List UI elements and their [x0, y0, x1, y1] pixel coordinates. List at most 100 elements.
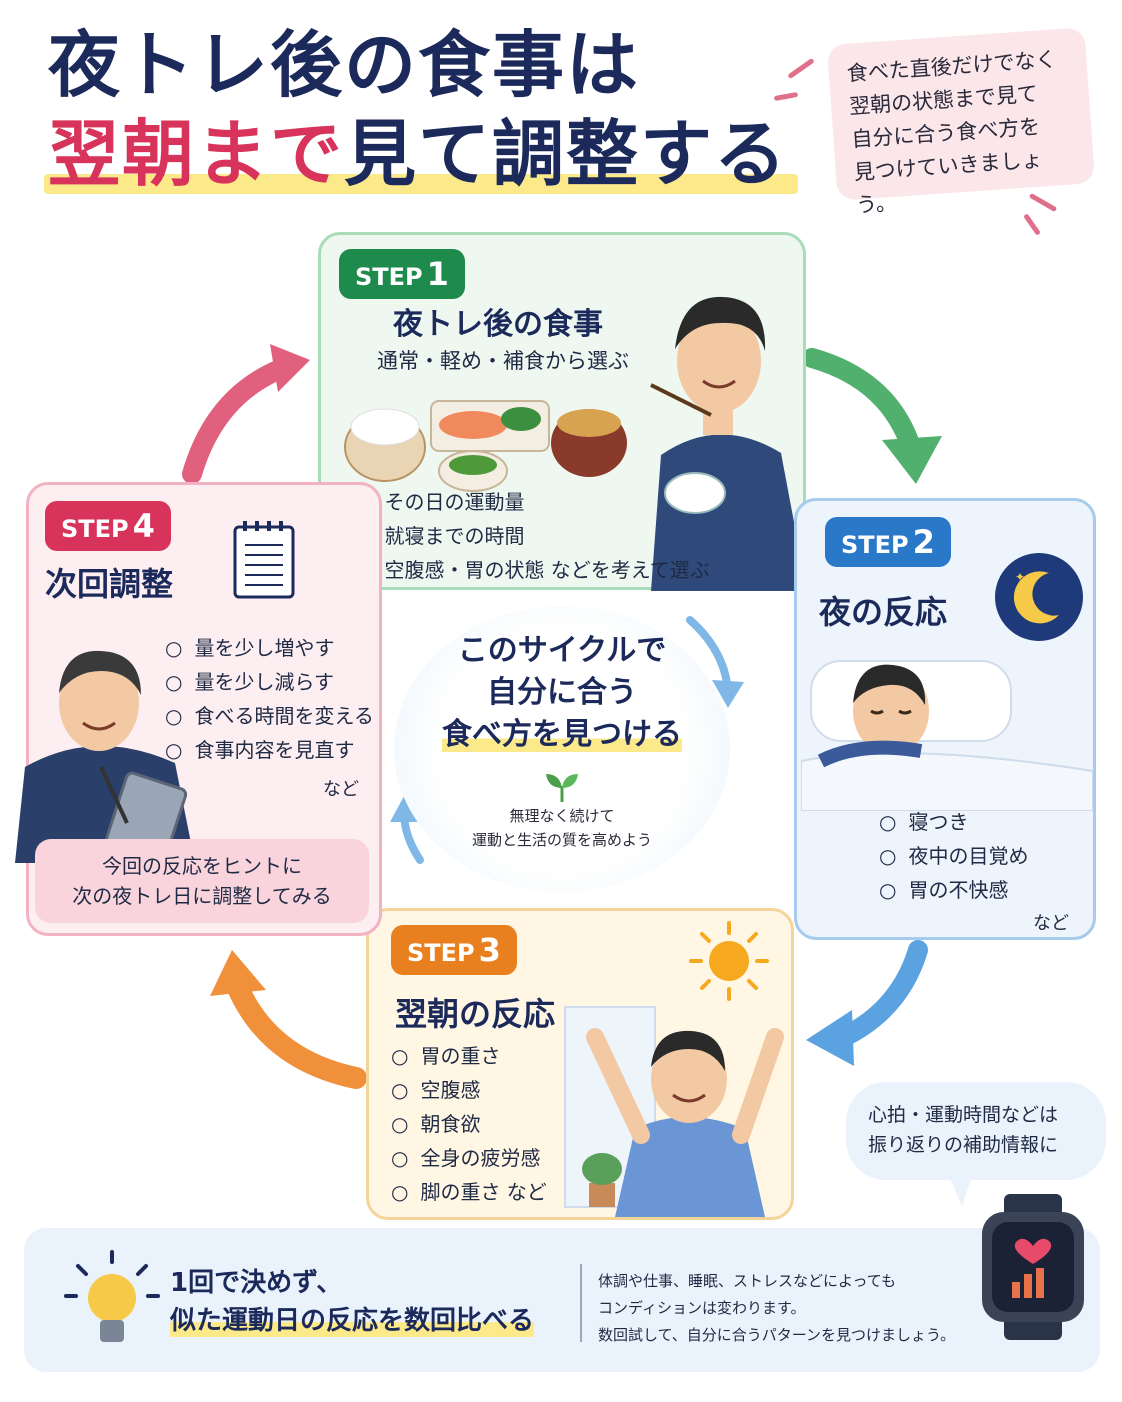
arrow-head-pink — [270, 344, 310, 392]
shirt — [615, 1117, 765, 1217]
arrow-step1-to-step2 — [802, 348, 922, 460]
step3-title: 翌朝の反応 — [395, 995, 556, 1033]
sleeping-man-illustration — [801, 660, 1093, 811]
stylus — [99, 766, 129, 824]
step-badge-label: STEP — [355, 263, 423, 291]
salmon — [439, 411, 507, 439]
step4-title: 次回調整 — [45, 565, 174, 603]
title-red-text: 翌朝まで — [48, 112, 345, 196]
smile — [82, 721, 116, 731]
shoulder — [817, 740, 923, 768]
list-item: 全身の疲労感 — [391, 1141, 547, 1175]
list-item: 食べる時間を変える — [165, 699, 373, 733]
bubble-tail — [946, 1170, 974, 1206]
bottom-description: 体調や仕事、睡眠、ストレスなどによっても コンディションは変わります。 数回試し… — [598, 1268, 955, 1349]
hint-line2: 次の夜トレ日に調整してみる — [72, 884, 332, 908]
list-item: その日の運動量 — [355, 485, 710, 519]
miso-soup — [557, 409, 621, 437]
list-item: 脚の重さ など — [391, 1175, 546, 1209]
title-line2: 翌朝まで見て調整する — [44, 108, 799, 200]
list-item: 量を少し減らす — [165, 665, 374, 699]
step4-list: 量を少し増やす 量を少し減らす 食べる時間を変える 食事内容を見直す — [165, 631, 374, 767]
step2-title: 夜の反応 — [819, 593, 948, 631]
center-sub1: 無理なく続けて — [509, 807, 615, 825]
title-line1: 夜トレ後の食事は — [48, 23, 641, 107]
step-number: 1 — [426, 255, 449, 293]
page-title: 夜トレ後の食事は 翌朝まで見て調整する — [44, 22, 799, 200]
step2-list: 寝つき 夜中の目覚め 胃の不快感 — [879, 805, 1028, 907]
center-line2: 自分に合う — [487, 675, 637, 710]
hint-line1: 今回の反応をヒントに — [102, 854, 302, 878]
step4-hint-box: 今回の反応をヒントに 次の夜トレ日に調整してみる — [35, 839, 369, 923]
title-navy-text: 見て調整する — [344, 112, 789, 196]
notepad-icon — [233, 521, 295, 599]
hair — [675, 296, 766, 351]
inner-arrow-head-blue — [712, 680, 744, 708]
step-badge-label: STEP — [407, 939, 475, 967]
sun-icon — [689, 921, 769, 1001]
blanket — [801, 752, 1093, 811]
list-item: 夜中の目覚め — [879, 839, 1028, 873]
step1-subtitle: 通常・軽め・補食から選ぶ — [377, 349, 629, 373]
arrow-step4-to-step1 — [182, 356, 298, 484]
bubble-line2: 振り返りの補助情報に — [868, 1134, 1059, 1156]
face — [59, 655, 139, 751]
bottom-desc-line: 体調や仕事、睡眠、ストレスなどによっても — [598, 1272, 897, 1290]
face — [677, 309, 761, 413]
step3-list: 胃の重さ 空腹感 朝食欲 全身の疲労感 脚の重さ など — [391, 1039, 547, 1209]
bubble-line1: 心拍・運動時間などは — [868, 1104, 1059, 1126]
bottom-desc-line: コンディションは変わります。 — [598, 1299, 806, 1317]
raised-arm-right — [732, 1028, 784, 1144]
list-item: 朝食欲 — [391, 1107, 547, 1141]
lightbulb-icon — [64, 1250, 160, 1342]
rice — [350, 408, 420, 446]
heart-icon — [1014, 1238, 1052, 1264]
arrow-step3-to-step4 — [227, 977, 367, 1089]
closed-eyes — [870, 709, 912, 715]
step-number: 3 — [478, 931, 501, 969]
greens — [501, 407, 541, 431]
hair — [59, 650, 141, 695]
bottom-main2: 似た運動日の反応を数回比べる — [170, 1300, 535, 1337]
bottom-tip-banner: 1回で決めず、 似た運動日の反応を数回比べる 体調や仕事、睡眠、ストレスなどによ… — [24, 1228, 1100, 1372]
plant-pot — [589, 1183, 615, 1207]
arrow-step2-to-step3 — [832, 940, 928, 1048]
list-item: 食事内容を見直す — [165, 733, 374, 767]
bottom-desc-line: 数回試して、自分に合うパターンを見つけましょう。 — [598, 1326, 956, 1344]
hair — [853, 664, 926, 705]
list-item: 胃の重さ — [391, 1039, 547, 1073]
arrow-head-blue — [806, 1010, 854, 1066]
step-badge-label: STEP — [61, 515, 129, 543]
list-item: 量を少し増やす — [165, 631, 374, 665]
center-line1: このサイクルで — [457, 633, 667, 668]
sprout-icon — [546, 774, 578, 802]
step-badge-label: STEP — [841, 531, 909, 559]
raised-arm-left — [586, 1028, 650, 1144]
list-item: 胃の不快感 — [879, 873, 1028, 907]
step-number: 2 — [912, 523, 935, 561]
list-item: 就寝までの時間 — [355, 519, 710, 553]
plant-leaves — [582, 1153, 622, 1185]
arrow-head-orange — [210, 950, 266, 996]
hair — [651, 1030, 725, 1071]
bottom-main1: 1回で決めず、 — [170, 1268, 343, 1298]
step-number: 4 — [132, 507, 155, 545]
center-line3: 食べ方を見つける — [394, 714, 730, 756]
face — [651, 1035, 727, 1123]
spinach — [449, 455, 497, 475]
arrow-head-green — [882, 436, 942, 484]
chopsticks — [650, 383, 712, 417]
smartwatch-icon — [982, 1194, 1084, 1340]
bottom-divider — [580, 1264, 582, 1342]
watch-tip-bubble: 心拍・運動時間などは 振り返りの補助情報に — [846, 1082, 1106, 1180]
list-item: 寝つき — [879, 805, 1028, 839]
step4-etc: など — [323, 779, 359, 800]
